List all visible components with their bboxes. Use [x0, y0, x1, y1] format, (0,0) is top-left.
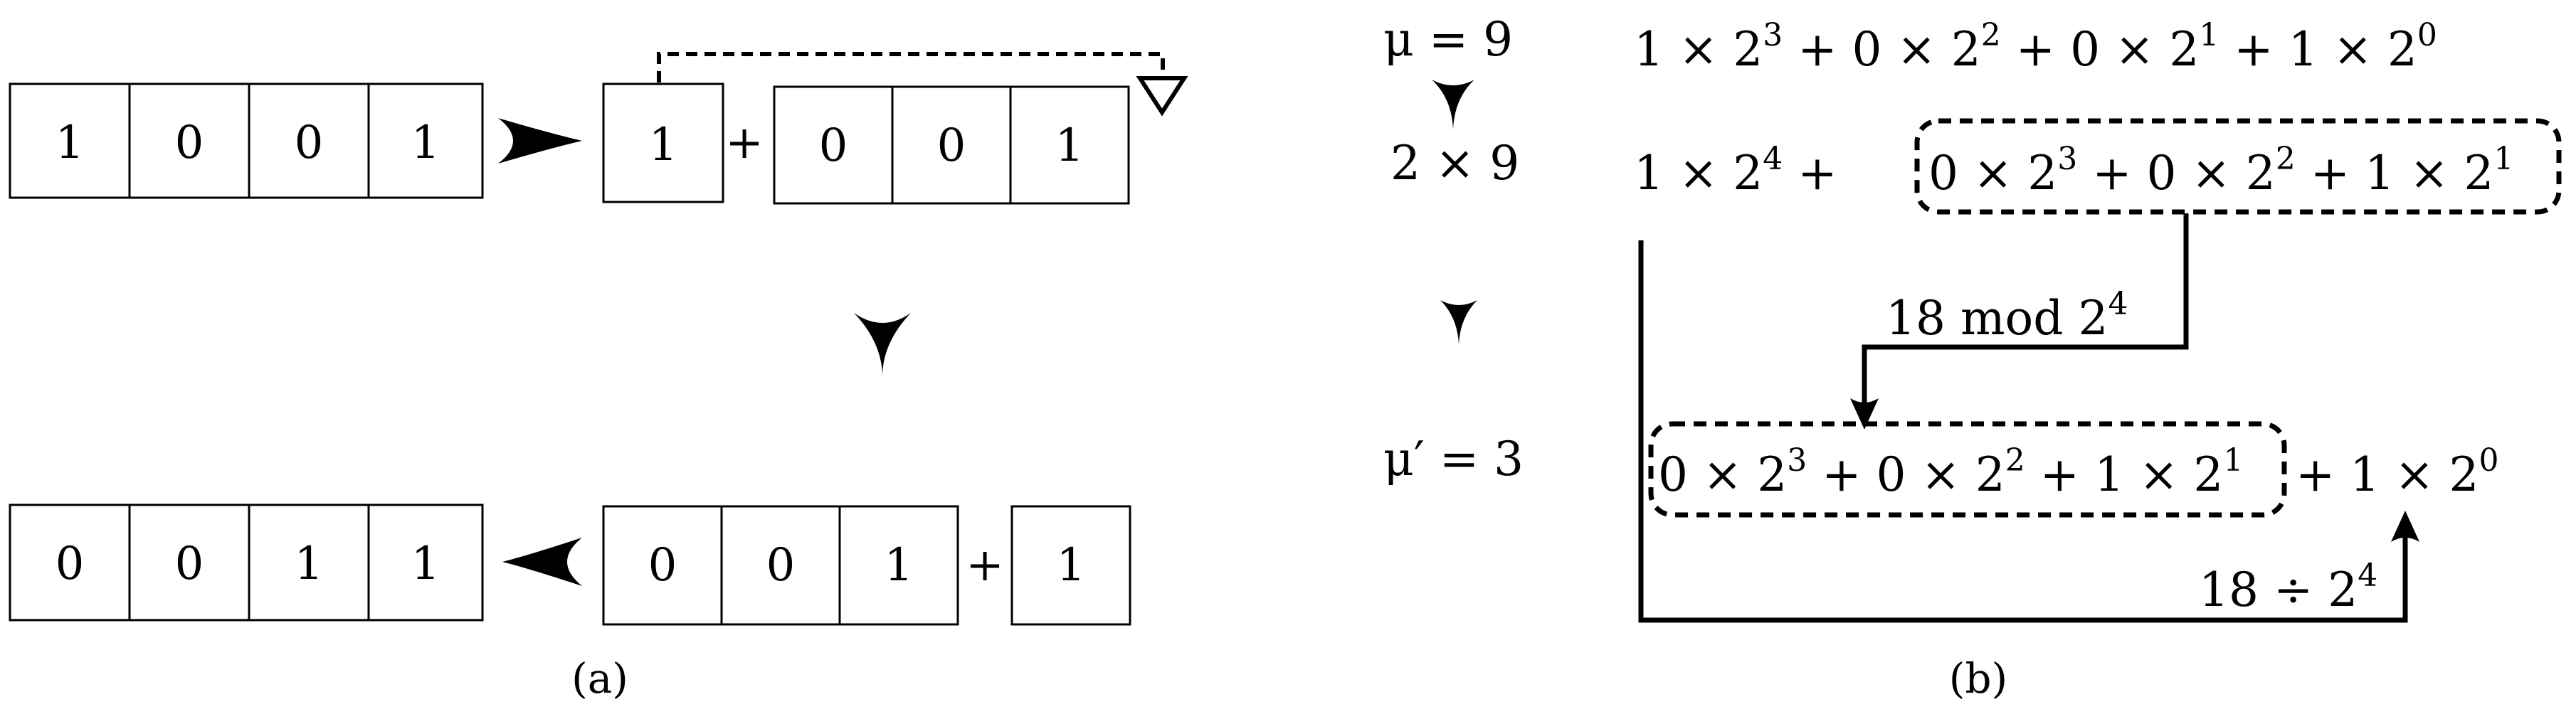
register-cell: [128, 82, 250, 199]
highlight-box-row3: [1648, 421, 2287, 518]
cell-digit: 0: [648, 539, 677, 592]
register-cell: [1010, 505, 1131, 626]
coefficient: 0: [2147, 146, 2177, 201]
plus-sign: +: [966, 539, 1004, 592]
mod-label: 18 mod 24: [1886, 286, 2128, 346]
register-cell: [602, 82, 724, 203]
coefficient: 1: [2350, 447, 2380, 502]
register-cell: [367, 82, 484, 199]
cell-digit: 1: [56, 117, 85, 169]
cell-digit: 1: [885, 539, 914, 592]
caption-a: (a): [571, 654, 628, 703]
register-cell: [720, 505, 841, 626]
cell-digit: 1: [649, 119, 678, 171]
exponent: 2: [1981, 17, 2001, 53]
register-cell: [9, 82, 131, 199]
cell-digit: 1: [1057, 539, 1086, 592]
exponent: 3: [1763, 17, 1783, 53]
register-a-row2-left: 0 0 1 1: [9, 503, 484, 622]
exponent: 1: [2199, 17, 2219, 53]
cell-digit: 1: [411, 538, 440, 590]
register-cell: [773, 85, 894, 205]
cell-digit: 0: [295, 117, 324, 169]
arrowhead-down: [1440, 300, 1477, 344]
expression-row3-tail: + 1 × 20: [2296, 442, 2499, 502]
exponent: 4: [1763, 141, 1783, 177]
expression-row1: 1 × 23 + 0 × 22 + 0 × 21 + 1 × 20: [1634, 17, 2437, 77]
cell-digit: 0: [56, 538, 85, 590]
coefficient: 0: [1658, 447, 1688, 502]
coefficient: 0: [1928, 146, 1958, 201]
exponent: 1: [2493, 141, 2513, 177]
cell-digit: 1: [295, 538, 324, 590]
plus-sign: +: [725, 117, 764, 169]
coefficient: 1: [2289, 22, 2318, 77]
coefficient: 1: [2365, 146, 2395, 201]
exponent: 3: [1787, 442, 1807, 479]
expression-row2-tail: 0 × 23 + 0 × 22 + 1 × 21: [1928, 141, 2513, 201]
exponent: 1: [2223, 442, 2243, 479]
coefficient: 0: [1852, 22, 1882, 77]
cell-digit: 1: [1055, 119, 1084, 172]
register-cell: [248, 82, 370, 199]
register-cell: [602, 505, 723, 626]
exponent: 2: [2276, 141, 2296, 177]
cell-digit: 0: [175, 538, 204, 590]
exponent: 0: [2417, 17, 2437, 53]
highlight-box-row2: [1914, 118, 2562, 215]
arrowhead-down: [1432, 80, 1474, 129]
arrowhead-down: [854, 313, 911, 377]
coefficient: 1: [1634, 146, 1664, 201]
cell-digit: 0: [819, 119, 848, 172]
coefficient: 0: [2070, 22, 2100, 77]
cell-digit: 1: [411, 117, 440, 169]
register-a-row1-right: 1 + 0 0 1: [602, 82, 1130, 205]
exponent: 2: [2005, 442, 2025, 479]
mod-connector: [1862, 213, 2189, 408]
row1-label: μ = 9: [1383, 12, 1513, 67]
arrowhead-left: [502, 538, 582, 586]
register-a-row2-right: 0 0 1 + 1: [602, 505, 1131, 626]
register-cell: [9, 503, 131, 622]
hollow-arrowhead: [1136, 76, 1188, 117]
coefficient: 1: [1634, 22, 1664, 77]
caption-b: (b): [1949, 654, 2007, 703]
panel-a: 1 0 0 1 1 + 0 0 1 0: [9, 52, 1188, 703]
cell-digit: 0: [937, 119, 966, 172]
div-connector: [1638, 240, 2408, 623]
expression-row3-head: 0 × 23 + 0 × 22 + 1 × 21: [1658, 442, 2243, 502]
exponent: 3: [2057, 141, 2077, 177]
row2-label: 2 × 9: [1390, 136, 1519, 191]
coefficient: 0: [1876, 447, 1906, 502]
register-cell: [1009, 85, 1130, 205]
cell-digit: 0: [766, 539, 796, 592]
register-a-row1-left: 1 0 0 1: [9, 82, 484, 199]
arrowhead-right: [498, 118, 582, 164]
row3-label: μ′ = 3: [1383, 432, 1524, 486]
div-label: 18 ÷ 24: [2199, 558, 2377, 617]
register-cell: [838, 505, 959, 626]
panel-b: μ = 9 2 × 9 μ′ = 3 1 × 23 + 0 × 22 + 0 ×…: [1383, 12, 2562, 703]
rotation-connector: [657, 52, 1165, 82]
exponent: 0: [2479, 442, 2499, 479]
arrowhead-down: [1850, 398, 1879, 430]
register-cell: [128, 503, 250, 622]
register-cell: [367, 503, 484, 622]
coefficient: 1: [2094, 447, 2124, 502]
cell-digit: 0: [175, 117, 204, 169]
register-cell: [891, 85, 1012, 205]
expression-row2-head: 1 × 24 +: [1634, 141, 1837, 201]
arrowhead-up: [2391, 511, 2419, 542]
